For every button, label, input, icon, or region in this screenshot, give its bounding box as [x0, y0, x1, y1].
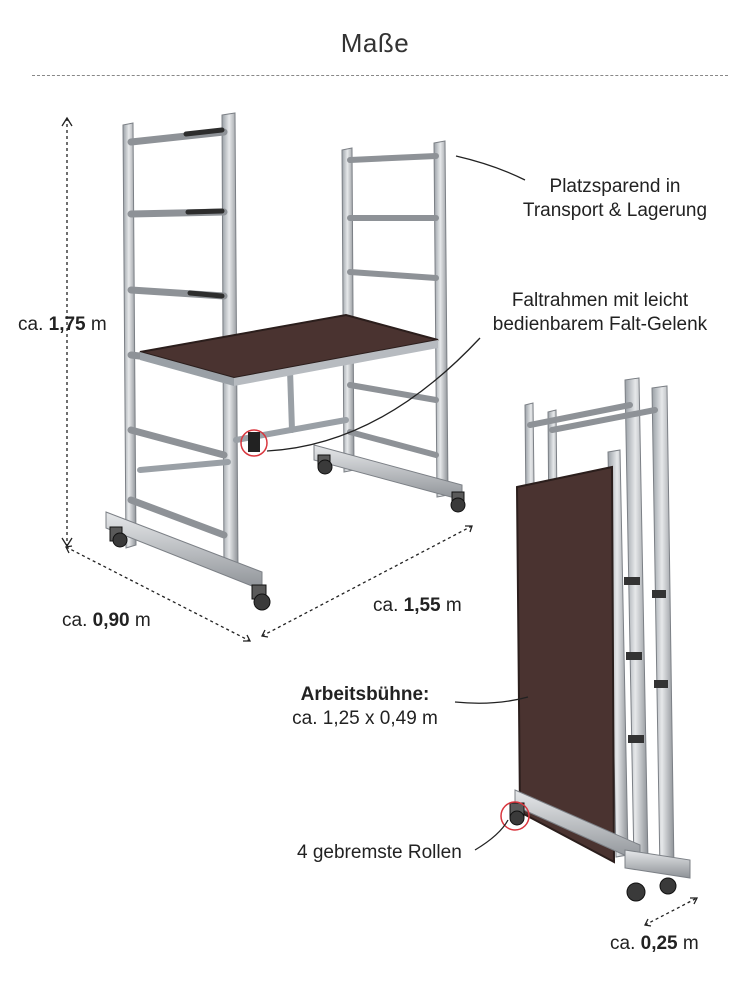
folded-depth-dimension-label: ca. 0,25 m	[610, 932, 699, 956]
depth-prefix: ca.	[62, 610, 88, 631]
unfolded-scaffold	[105, 112, 466, 611]
dimension-lines	[61, 116, 699, 927]
height-unit: m	[90, 314, 107, 335]
folding-joint-highlight	[240, 429, 268, 457]
length-prefix: ca.	[373, 595, 399, 616]
storage-callout-line1: Platzsparend in	[549, 176, 681, 197]
length-unit: m	[445, 595, 462, 616]
wheels-callout: 4 gebremste Rollen	[297, 842, 462, 863]
length-value: 1,55	[403, 595, 441, 616]
folding-frame-callout-line1: Faltrahmen mit leicht	[511, 290, 689, 311]
wheel-highlight	[500, 801, 530, 831]
storage-callout-line2: Transport & Lagerung	[522, 200, 708, 221]
folding-frame-callout: Faltrahmen mit leicht bedienbarem Falt-G…	[470, 289, 730, 337]
platform-callout-size: ca. 1,25 x 0,49 m	[292, 708, 438, 729]
folding-frame-callout-line2: bedienbarem Falt-Gelenk	[492, 314, 708, 335]
platform-callout-heading: Arbeitsbühne:	[300, 684, 430, 705]
height-prefix: ca.	[18, 314, 44, 335]
depth-value: 0,90	[92, 610, 130, 631]
folded-depth-prefix: ca.	[610, 933, 636, 954]
depth-dimension-label: ca. 0,90 m	[62, 609, 151, 633]
platform-callout: Arbeitsbühne: ca. 1,25 x 0,49 m	[280, 683, 450, 731]
height-value: 1,75	[48, 314, 86, 335]
storage-callout: Platzsparend in Transport & Lagerung	[500, 175, 730, 223]
length-dimension-label: ca. 1,55 m	[373, 594, 462, 618]
folded-depth-unit: m	[682, 933, 699, 954]
folded-depth-value: 0,25	[640, 933, 678, 954]
depth-unit: m	[134, 610, 151, 631]
height-dimension-label: ca. 1,75 m	[18, 313, 107, 337]
title-divider	[32, 75, 728, 76]
page-title: Maße	[340, 28, 410, 58]
folded-scaffold	[500, 377, 691, 902]
